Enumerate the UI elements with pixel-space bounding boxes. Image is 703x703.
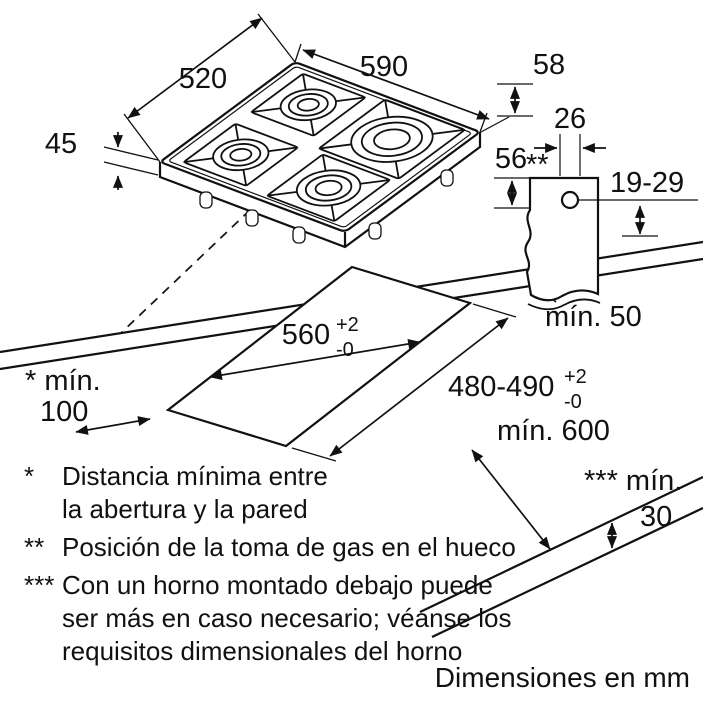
dim-26-label: 26 — [554, 103, 586, 135]
hob-feet — [199, 169, 454, 244]
dim-min100-label: * mín. — [25, 365, 101, 397]
gas-connection-detail: 26 ** 19-29 — [524, 103, 698, 311]
dim-min600-line — [471, 449, 551, 550]
dim-min50-label: mín. 50 — [545, 301, 642, 333]
gas-bracket-break-line — [527, 298, 601, 311]
dim-height: 45 — [45, 128, 159, 190]
burner-front-right — [267, 154, 390, 221]
dim-480-line — [329, 317, 509, 457]
dim-590-label: 590 — [360, 51, 408, 83]
dim-45-ext — [103, 146, 159, 161]
dim-480-label: 480-490 — [448, 371, 554, 403]
footnote-text: Posición de la toma de gas en el hueco — [62, 531, 516, 564]
dim-56: 56 — [494, 143, 530, 209]
dim-min-oven: *** mín. 30 — [584, 465, 682, 549]
hob-foot — [440, 169, 454, 187]
dim-560-sup: +2 — [336, 314, 359, 336]
dim-min600-label: mín. 600 — [497, 415, 610, 447]
footnote-line: ser más en caso necesario; véanse los — [62, 603, 512, 633]
dim-520-ext — [257, 13, 296, 63]
hob-foot — [199, 191, 213, 209]
footnote-marker: ** — [24, 532, 45, 562]
footnote-line: Distancia mínima entre — [62, 461, 328, 491]
dim-480-ext-front — [291, 447, 337, 462]
hob-foot — [368, 222, 382, 240]
pan-support — [183, 124, 298, 186]
dim-520-ext — [123, 113, 161, 163]
dim-590-line — [302, 49, 490, 120]
dim-480-sup: +2 — [564, 366, 587, 388]
dim-480-ext-back — [472, 303, 517, 318]
dim-cutout-depth: 480-490 +2 -0 — [291, 303, 587, 462]
dim-58: 58 — [480, 49, 565, 133]
burner-ring-inner — [310, 178, 347, 198]
footnotes: * Distancia mínima entre la abertura y l… — [24, 460, 516, 673]
dim-560-sub: -0 — [336, 339, 354, 361]
projection-dashed-line — [120, 209, 251, 334]
burner-back-right — [319, 100, 465, 179]
gas-note-marker: ** — [526, 149, 549, 181]
dim-min30-value: 30 — [640, 501, 672, 533]
worktop-cutout — [165, 265, 473, 448]
footnote-text: Con un horno montado debajo puede ser má… — [62, 569, 511, 668]
dim-min-side: * mín. 100 — [25, 365, 151, 435]
hob-body-side — [158, 132, 482, 249]
dim-min30-label: *** mín. — [584, 465, 682, 497]
dim-590-ext — [294, 43, 302, 63]
dim-56-label: 56 — [495, 143, 527, 175]
worktop-front-edge-inner — [431, 507, 703, 638]
burner-front-left — [183, 124, 298, 186]
pan-support — [267, 154, 390, 221]
burner-ring-inner — [367, 126, 417, 153]
gas-bracket-outline — [524, 176, 600, 302]
worktop-front-edge-outer — [419, 476, 703, 613]
dim-45-label: 45 — [45, 128, 77, 160]
footnote-marker: * — [24, 461, 35, 491]
footnote-line: la abertura y la pared — [62, 494, 308, 524]
dim-520-line — [127, 17, 263, 119]
footnote-text: Distancia mínima entre la abertura y la … — [62, 460, 328, 526]
dim-width: 590 — [294, 43, 490, 133]
dim-45-ext — [103, 161, 159, 176]
footnote-row: *** Con un horno montado debajo puede se… — [24, 569, 516, 668]
hob-foot — [245, 209, 259, 227]
dim-58-leader — [480, 116, 510, 133]
hob-foot — [292, 226, 306, 244]
dim-58-label: 58 — [533, 49, 565, 81]
footnote-line: Posición de la toma de gas en el hueco — [62, 532, 516, 562]
dim-520-label: 520 — [179, 63, 227, 95]
dim-19-29-label: 19-29 — [610, 167, 684, 199]
gas-inlet-hole — [560, 190, 580, 210]
units-label: Dimensiones en mm — [434, 662, 690, 693]
footnote-row: ** Posición de la toma de gas en el huec… — [24, 531, 516, 564]
footnote-line: Con un horno montado debajo puede — [62, 570, 493, 600]
dim-min100-line — [75, 416, 151, 435]
footnote-marker: *** — [24, 570, 55, 600]
footnote-line: requisitos dimensionales del horno — [62, 636, 463, 666]
dim-min100-value: 100 — [40, 396, 88, 428]
dim-480-sub: -0 — [564, 391, 582, 413]
dim-depth: 520 — [123, 13, 296, 163]
dim-560-label: 560 — [282, 319, 330, 351]
footnote-row: * Distancia mínima entre la abertura y l… — [24, 460, 516, 526]
dim-min-front: mín. 600 — [471, 415, 610, 550]
burner-ring-inner — [226, 147, 256, 163]
